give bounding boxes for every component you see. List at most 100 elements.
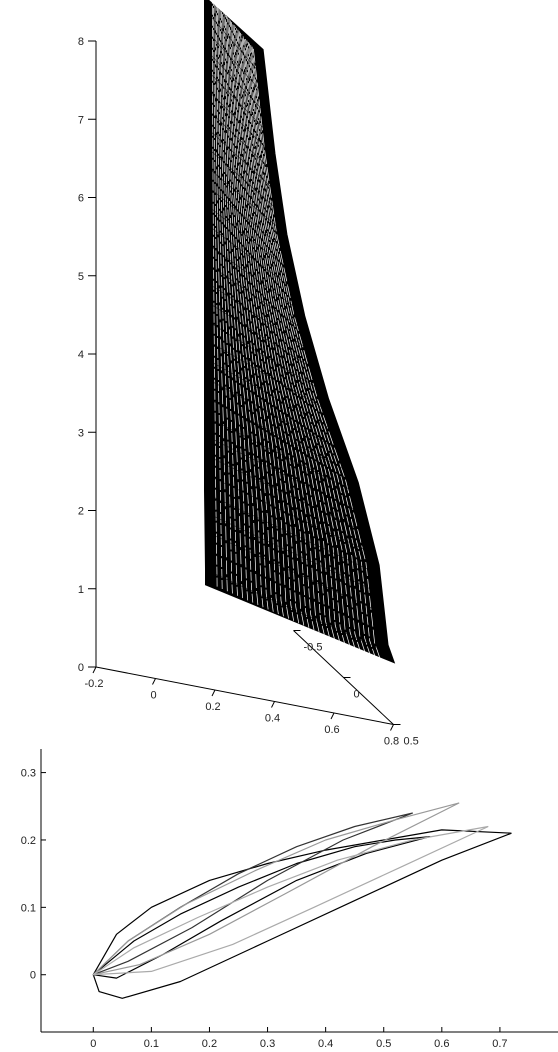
mesh-line xyxy=(218,6,243,599)
mesh-chord-line xyxy=(210,399,346,471)
profile-line-5 xyxy=(92,825,489,976)
x-tick-label: 0.1 xyxy=(144,1038,159,1050)
x-tick-mark xyxy=(152,678,156,685)
x-tick-label: 0.6 xyxy=(434,1038,449,1050)
mesh-chord-line xyxy=(210,227,291,287)
mesh-chord-line xyxy=(211,553,378,630)
mesh-chord-line xyxy=(210,73,264,129)
x-tick-label: 0.8 xyxy=(384,736,399,748)
mesh-chord-line xyxy=(210,265,300,328)
mesh-line xyxy=(251,46,376,658)
wing-surface xyxy=(204,0,396,664)
x-tick-label: 0 xyxy=(90,1038,96,1050)
mesh-chord-line xyxy=(210,476,368,552)
z-tick-label: 4 xyxy=(78,349,84,361)
profile-line-1 xyxy=(92,829,512,999)
mesh-chord-line xyxy=(210,323,318,389)
x-tick-mark xyxy=(390,724,394,731)
mesh-chord-line xyxy=(210,35,260,90)
mesh-line xyxy=(232,23,300,624)
mesh-line xyxy=(242,35,340,642)
mesh-chord-line xyxy=(210,131,272,188)
mesh-line xyxy=(246,40,356,649)
x-tick-label: 0.7 xyxy=(492,1038,507,1050)
x-tick-mark xyxy=(271,701,275,708)
z-tick-label: 1 xyxy=(78,584,84,596)
mesh-chord-line xyxy=(210,150,275,208)
x-tick-label: -0.2 xyxy=(85,678,104,690)
x-tick-label: 0.4 xyxy=(318,1038,333,1050)
mesh-line xyxy=(231,22,294,621)
z-tick-label: 3 xyxy=(78,427,84,439)
profile-line-2 xyxy=(92,836,431,979)
mesh-chord-line xyxy=(210,457,363,531)
mesh-chord-line xyxy=(210,342,324,409)
mesh-line xyxy=(250,45,371,656)
y-tick-label: -0.5 xyxy=(304,642,323,654)
mesh-line xyxy=(245,38,351,647)
mesh-line xyxy=(233,25,305,626)
mesh-line xyxy=(236,28,315,631)
mesh-chord-line xyxy=(210,188,282,247)
mesh-line xyxy=(220,9,254,603)
mesh-line xyxy=(241,34,335,640)
z-tick-label: 7 xyxy=(78,114,84,126)
mesh-line xyxy=(240,32,330,637)
z-tick-label: 6 xyxy=(78,193,84,205)
mesh-line xyxy=(226,15,274,612)
mesh-chord-line xyxy=(210,16,258,70)
mesh-chord-line xyxy=(210,93,267,149)
mesh-line xyxy=(222,11,259,605)
mesh-chord-line xyxy=(210,284,306,348)
mesh-chord-line xyxy=(210,54,262,109)
mesh-chord-line xyxy=(211,514,374,591)
mesh-line xyxy=(227,17,279,615)
mesh-chord-line xyxy=(210,169,278,227)
x-tick-label: 0.2 xyxy=(202,1038,217,1050)
mesh-line xyxy=(215,3,233,594)
mesh-chord-line xyxy=(210,380,339,450)
x-tick-label: 0.4 xyxy=(265,713,280,725)
y-tick-label: 0.1 xyxy=(21,902,36,914)
y-tick-label: 0.5 xyxy=(404,736,419,748)
z-tick-label: 8 xyxy=(78,36,84,48)
x-tick-mark xyxy=(330,712,335,720)
profile-line-4 xyxy=(92,802,460,976)
mesh-chord-line xyxy=(210,438,357,511)
mesh-line xyxy=(224,14,269,610)
mesh-chord-line xyxy=(210,495,372,572)
mesh-line xyxy=(229,20,289,619)
x-tick-label: 0.6 xyxy=(324,724,339,736)
z-tick-label: 5 xyxy=(78,271,84,283)
mesh-line xyxy=(243,37,346,644)
mesh-line xyxy=(219,8,249,601)
y-tick-label: 0.3 xyxy=(21,768,36,780)
z-tick-label: 0 xyxy=(78,662,84,674)
z-tick-label: 2 xyxy=(78,506,84,518)
mesh-chord-line xyxy=(210,246,295,307)
mesh-chord-line xyxy=(210,418,352,491)
mesh-line xyxy=(213,0,223,589)
x-tick-label: 0.3 xyxy=(260,1038,275,1050)
mesh-line xyxy=(217,5,238,596)
x-tick-label: 0.5 xyxy=(376,1038,391,1050)
wing-mesh xyxy=(210,0,382,660)
mesh-chord-line xyxy=(211,533,376,611)
x-tick-label: 0 xyxy=(150,690,156,702)
mesh-line xyxy=(223,12,264,608)
mesh-line xyxy=(214,2,228,592)
mesh-line xyxy=(235,26,310,628)
mesh-chord-line xyxy=(210,112,269,168)
mesh-line xyxy=(247,42,361,651)
x-tick-mark xyxy=(92,666,97,674)
mesh-line xyxy=(237,29,320,633)
x-tick-mark xyxy=(211,689,216,697)
mesh-chord-line xyxy=(211,572,382,650)
y-tick-label: 0 xyxy=(354,689,360,701)
mesh-chord-line xyxy=(210,303,312,368)
mesh-line xyxy=(211,0,218,587)
mesh-line xyxy=(228,19,284,617)
